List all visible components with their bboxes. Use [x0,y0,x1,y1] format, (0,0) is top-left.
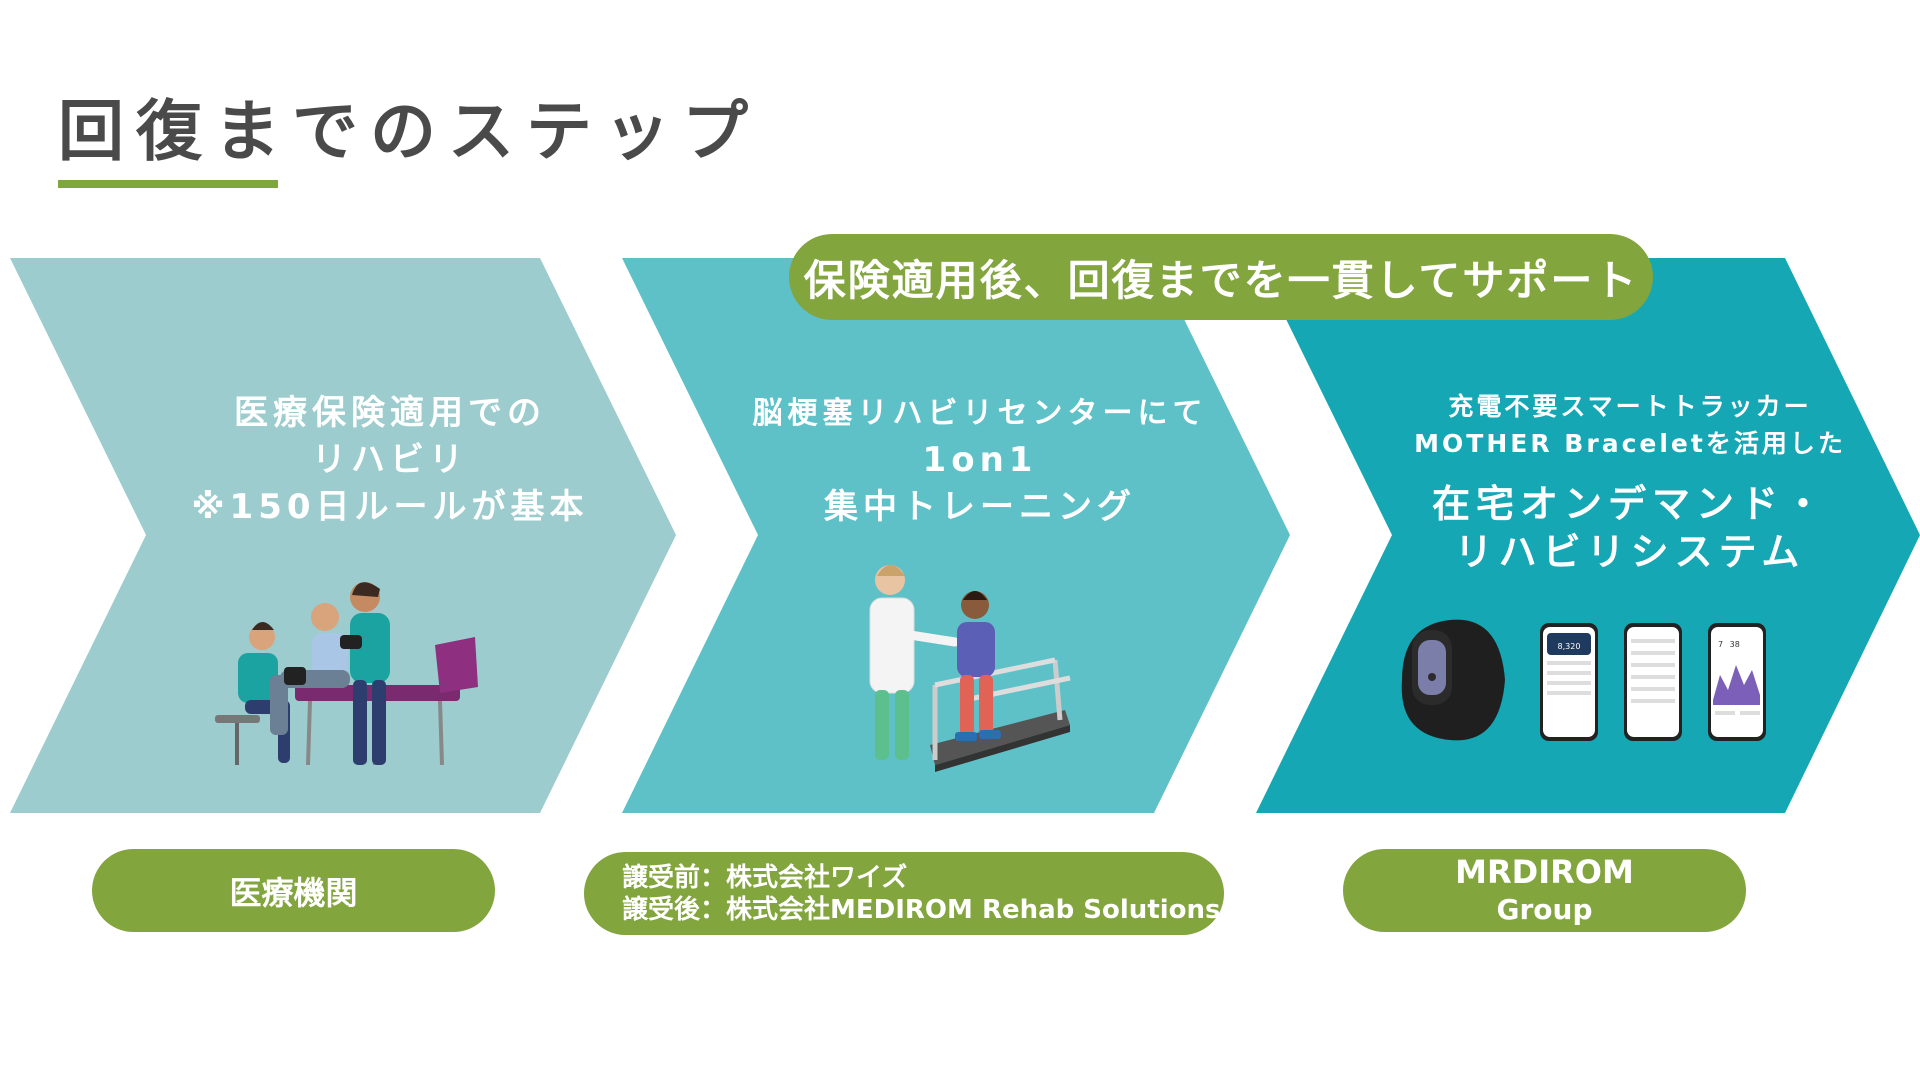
provider-medirom-group: MRDIROM Group [1343,849,1746,932]
phone-3-minutes: 38 [1730,640,1740,649]
step-1-line: ※150日ルールが基本 [191,487,589,527]
step-3-subtitle-line: MOTHER Braceletを活用した [1414,429,1846,458]
provider-label-group: Group [1496,892,1593,926]
provider-rehab-center: 譲受前：株式会社ワイズ 譲受後：株式会社MEDIROM Rehab Soluti… [584,852,1224,935]
step-3-title-line: 在宅オンデマンド・ [1431,482,1828,526]
page-title: 回復までのステップ [58,93,760,170]
support-banner: 保険適用後、回復までを一貫してサポート [789,234,1653,320]
physical-therapy-illustration [215,582,478,766]
bracelet-and-app-illustration: 8,320 7 38 [1401,619,1766,741]
step-1-text: 医療保険適用での リハビリ ※150日ルールが基本 [140,390,640,531]
phone-3-hours: 7 [1718,640,1723,649]
step-2-line: 集中トレーニング [824,487,1136,527]
step-2-line: 1on1 [922,440,1038,480]
step-2-line: 脳梗塞リハビリセンターにて [752,396,1208,431]
step-3-title-line: リハビリシステム [1454,530,1806,574]
step-3-subtitle-line: 充電不要スマートトラッカー [1448,392,1812,421]
provider-medical-institution: 医療機関 [92,849,495,932]
title-underline [58,180,278,188]
provider-label: 医療機関 [229,873,358,912]
svg-text:7 38: 7 38 [1718,640,1740,649]
phone-1-steps: 8,320 [1558,642,1581,651]
provider-label-before: 譲受前：株式会社ワイズ [622,862,908,893]
step-1-line: 医療保険適用での [234,393,546,433]
provider-label-name: MRDIROM [1455,852,1634,891]
step-1-line: リハビリ [312,440,468,480]
provider-label-after: 譲受後：株式会社MEDIROM Rehab Solutions [622,894,1221,925]
step-2-arrow [622,258,1290,813]
step-3-title: 在宅オンデマンド・ リハビリシステム [1370,480,1890,576]
step-1-arrow [10,258,676,813]
step-3-subtitle: 充電不要スマートトラッカー MOTHER Braceletを活用した [1370,388,1890,462]
step-2-text: 脳梗塞リハビリセンターにて 1on1 集中トレーニング [730,390,1230,531]
treadmill-training-illustration [869,565,1071,772]
